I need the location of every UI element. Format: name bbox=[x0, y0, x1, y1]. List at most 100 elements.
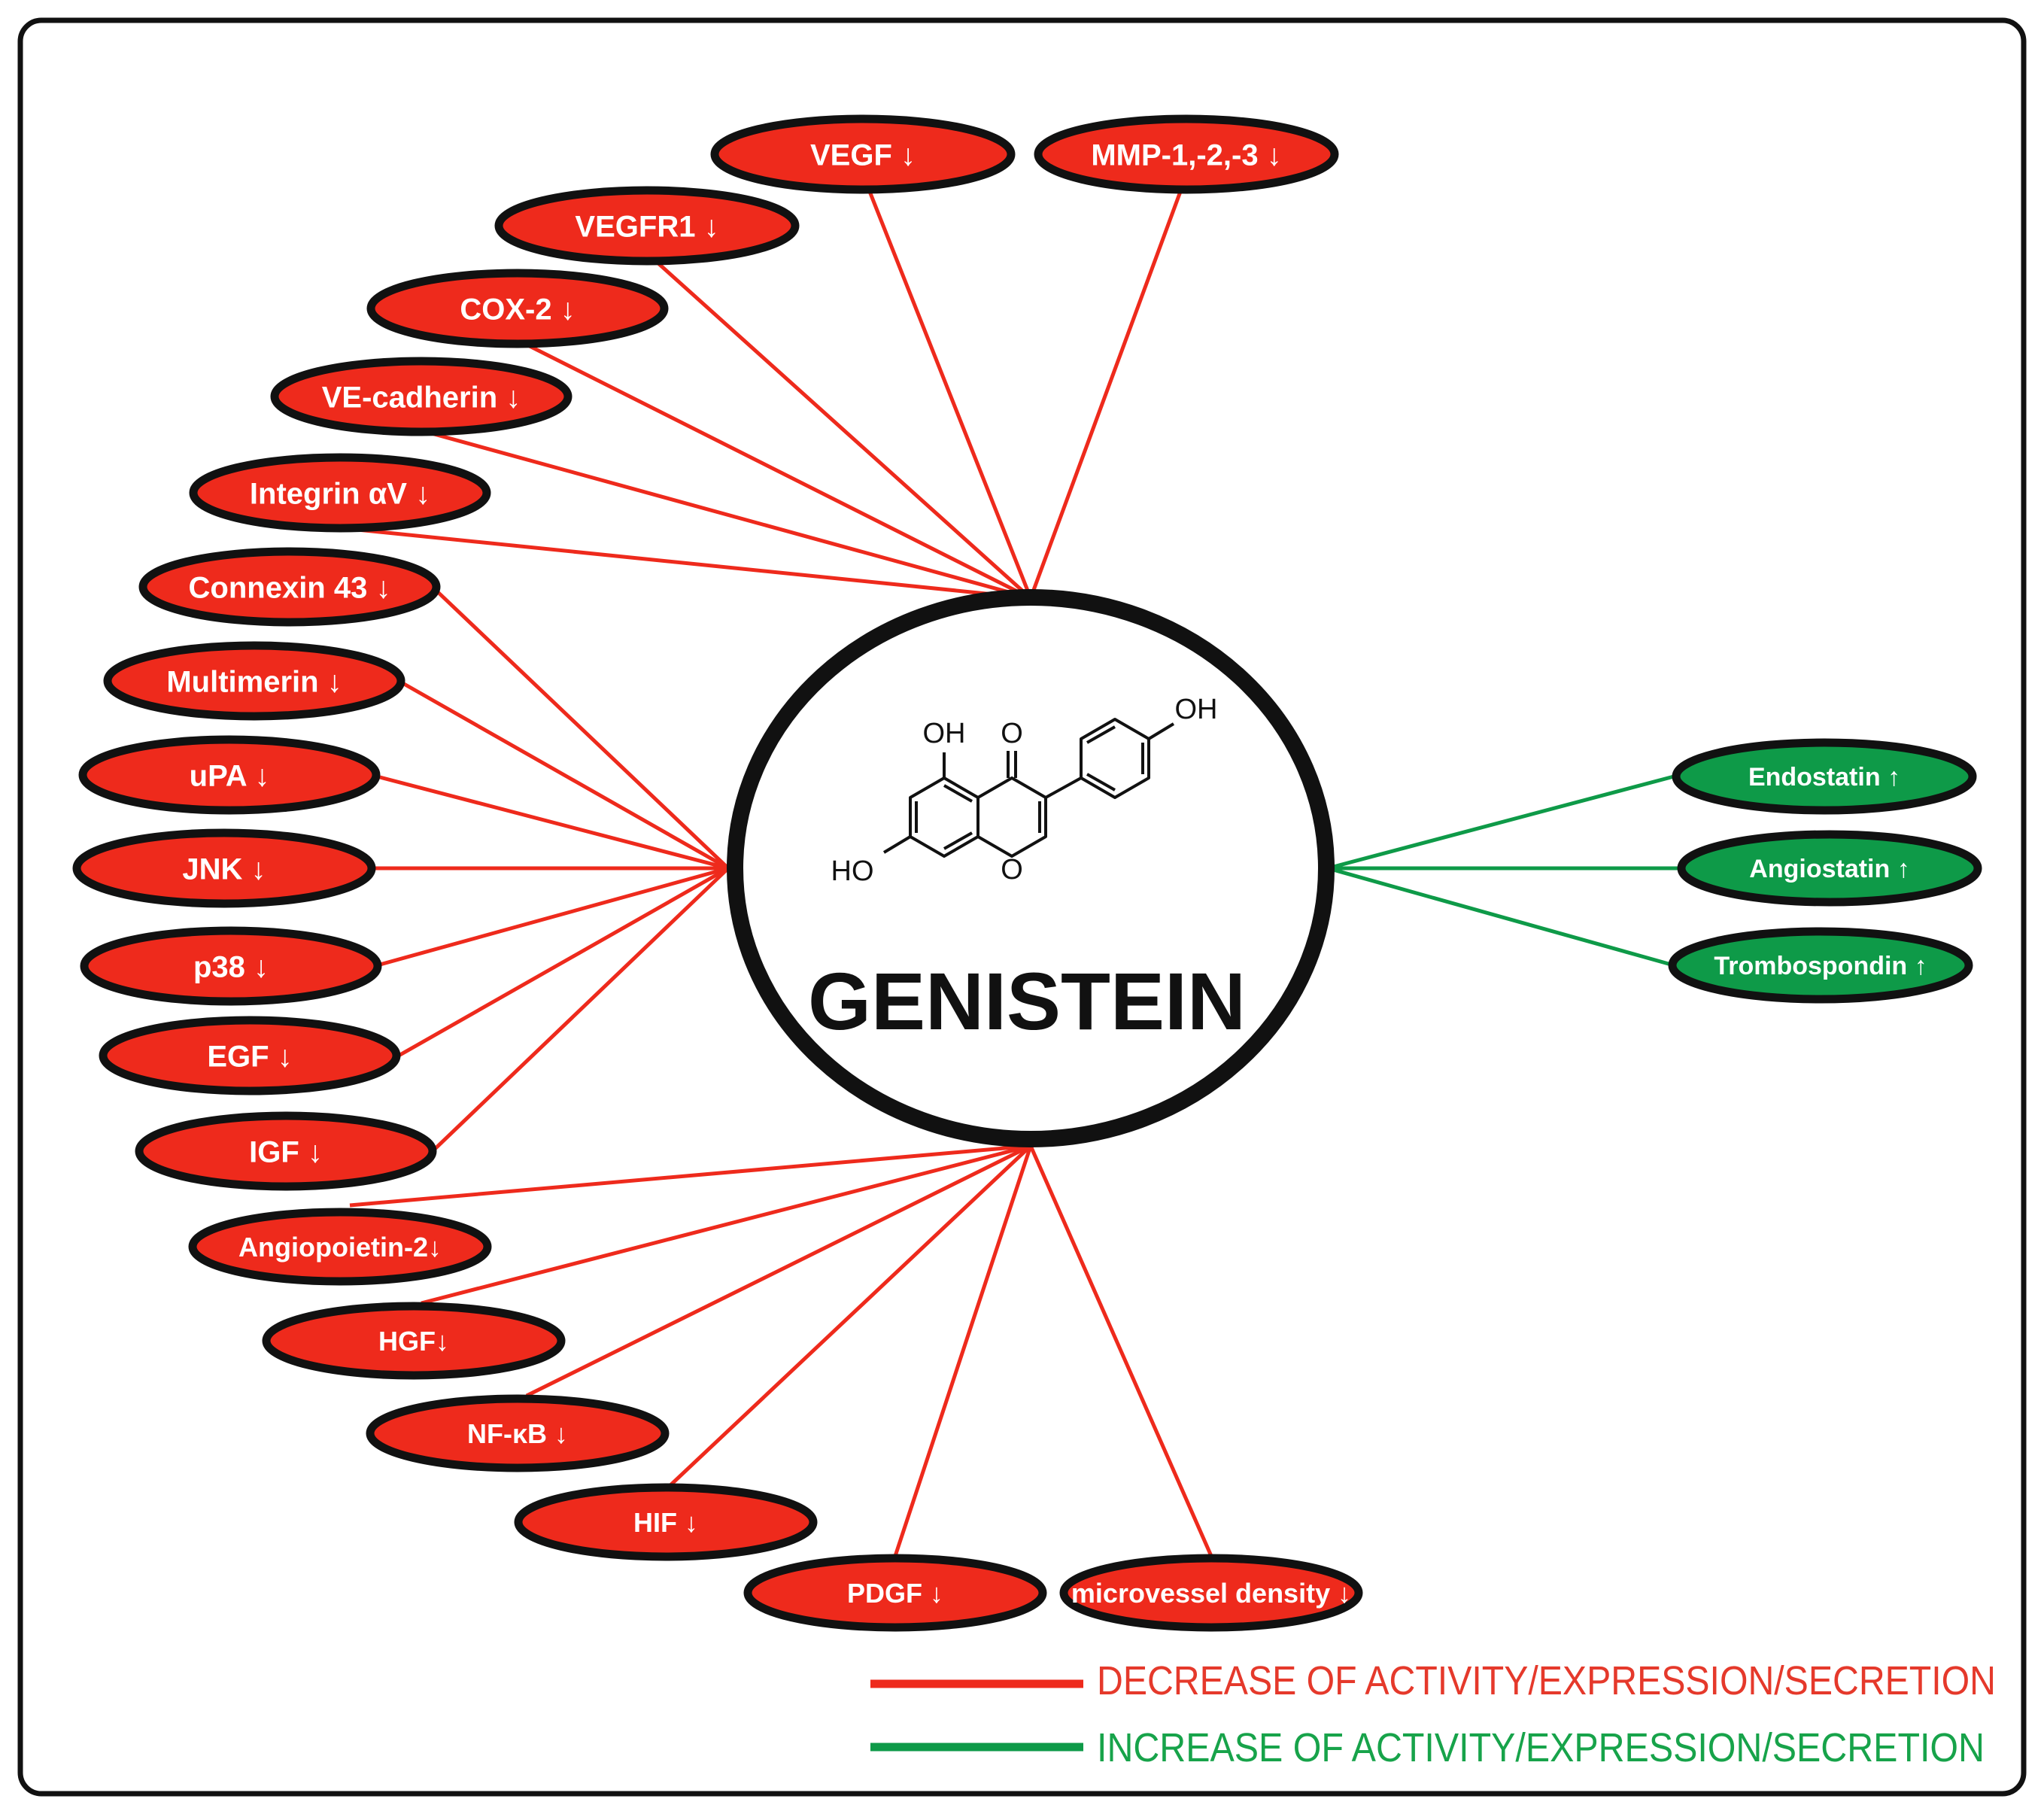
decrease-node-ellipse bbox=[710, 114, 1016, 194]
decrease-node-ellipse bbox=[743, 1554, 1047, 1632]
decrease-node-label: IGF ↓ bbox=[249, 1135, 323, 1168]
decrease-node-ellipse bbox=[366, 269, 669, 348]
decrease-node-ellipse bbox=[514, 1483, 818, 1561]
decrease-node-ellipse bbox=[366, 1394, 670, 1472]
decrease-connector bbox=[379, 866, 729, 967]
connector-lines bbox=[349, 189, 1683, 1557]
increase-node-label: Angiostatin ↑ bbox=[1749, 855, 1909, 883]
increase-node-ellipse bbox=[1677, 830, 1982, 907]
decrease-node-label: COX-2 ↓ bbox=[460, 293, 575, 326]
decrease-node-label: HGF↓ bbox=[378, 1326, 449, 1357]
decrease-node-label: Multimerin ↓ bbox=[166, 665, 342, 698]
decrease-connector bbox=[349, 1144, 1031, 1208]
decrease-node: NF-κB ↓ bbox=[366, 1394, 670, 1472]
node-group: VEGF ↓ MMP-1,-2,-3 ↓ VEGFR1 ↓ COX-2 ↓ VE-cad… bbox=[72, 114, 1982, 1632]
legend-increase-text: INCREASE OF ACTIVITY/EXPRESSION/SECRETIO… bbox=[1097, 1725, 1985, 1770]
decrease-node-label: Angiopoietin-2↓ bbox=[238, 1232, 442, 1263]
decrease-node: HGF↓ bbox=[262, 1302, 566, 1380]
genistein-structure bbox=[882, 718, 1175, 858]
decrease-node-ellipse bbox=[1034, 114, 1339, 194]
decrease-connector bbox=[657, 262, 1032, 600]
decrease-node-label: NF-κB ↓ bbox=[467, 1418, 568, 1449]
increase-node-ellipse bbox=[1672, 738, 1977, 815]
decrease-node-label: p38 ↓ bbox=[193, 950, 269, 983]
carbonyl-label: O bbox=[1001, 718, 1023, 749]
decrease-connector bbox=[379, 775, 729, 871]
increase-node: Angiostatin ↑ bbox=[1677, 830, 1982, 907]
decrease-node: JNK ↓ bbox=[72, 828, 376, 908]
decrease-node: EGF ↓ bbox=[99, 1016, 401, 1095]
decrease-node-label: JNK ↓ bbox=[182, 852, 266, 886]
decrease-node-label: uPA ↓ bbox=[190, 759, 270, 792]
decrease-node-label: EGF ↓ bbox=[207, 1040, 292, 1073]
decrease-node: IGF ↓ bbox=[135, 1111, 437, 1191]
decrease-node: Multimerin ↓ bbox=[103, 641, 405, 721]
decrease-connector bbox=[1028, 189, 1183, 599]
decrease-node-ellipse bbox=[189, 453, 491, 533]
decrease-connector bbox=[431, 867, 730, 1153]
decrease-node: Integrin αV ↓ bbox=[189, 453, 491, 533]
decrease-node: Connexin 43 ↓ bbox=[138, 547, 441, 627]
decrease-node-label: Integrin αV ↓ bbox=[250, 477, 430, 510]
increase-node-label: Trombospondin ↑ bbox=[1714, 952, 1927, 980]
decrease-node-label: microvessel density ↓ bbox=[1071, 1578, 1351, 1609]
ho-left-label: HO bbox=[831, 855, 874, 887]
decrease-connector bbox=[349, 527, 1031, 600]
decrease-node-ellipse bbox=[80, 926, 382, 1006]
decrease-node: uPA ↓ bbox=[78, 735, 381, 815]
increase-node: Trombospondin ↑ bbox=[1668, 927, 1973, 1004]
oh-right-label: OH bbox=[1175, 694, 1218, 725]
decrease-connector bbox=[893, 1145, 1033, 1557]
decrease-node: p38 ↓ bbox=[80, 926, 382, 1006]
decrease-node-ellipse bbox=[103, 641, 405, 721]
decrease-connector bbox=[668, 1144, 1032, 1487]
legend-decrease-text: DECREASE OF ACTIVITY/EXPRESSION/SECRETIO… bbox=[1097, 1658, 1996, 1703]
decrease-node-ellipse bbox=[188, 1208, 492, 1286]
oh-top-left-label: OH bbox=[923, 718, 966, 749]
increase-node-ellipse bbox=[1668, 927, 1973, 1004]
decrease-connector bbox=[435, 589, 730, 870]
decrease-connector bbox=[421, 1144, 1031, 1305]
increase-connector bbox=[1327, 774, 1675, 871]
decrease-node-ellipse bbox=[138, 547, 441, 627]
decrease-node: microvessel density ↓ bbox=[1059, 1554, 1363, 1632]
decrease-node: PDGF ↓ bbox=[743, 1554, 1047, 1632]
decrease-node-ellipse bbox=[1059, 1554, 1363, 1632]
decrease-node-ellipse bbox=[72, 828, 376, 908]
decrease-node-label: VE-cadherin ↓ bbox=[322, 381, 521, 414]
decrease-node: Angiopoietin-2↓ bbox=[188, 1208, 492, 1286]
decrease-connector bbox=[428, 430, 1031, 600]
decrease-node: HIF ↓ bbox=[514, 1483, 818, 1561]
decrease-node: MMP-1,-2,-3 ↓ bbox=[1034, 114, 1339, 194]
decrease-node-label: Connexin 43 ↓ bbox=[189, 571, 391, 604]
decrease-node-label: PDGF ↓ bbox=[847, 1578, 943, 1609]
structure-labels: OH O OH HO O bbox=[831, 694, 1218, 887]
decrease-node-ellipse bbox=[99, 1016, 401, 1095]
decrease-node-label: VEGF ↓ bbox=[810, 138, 916, 172]
decrease-node: VEGFR1 ↓ bbox=[494, 186, 800, 266]
decrease-connector bbox=[525, 342, 1032, 600]
ring-oxygen-label: O bbox=[1001, 854, 1023, 886]
decrease-node-ellipse bbox=[78, 735, 381, 815]
center-title: GENISTEIN bbox=[808, 956, 1246, 1047]
decrease-node-ellipse bbox=[270, 357, 573, 436]
decrease-node-ellipse bbox=[262, 1302, 566, 1380]
decrease-node-ellipse bbox=[135, 1111, 437, 1191]
increase-node-label: Endostatin ↑ bbox=[1748, 763, 1900, 792]
decrease-connector bbox=[397, 679, 730, 871]
decrease-node-label: MMP-1,-2,-3 ↓ bbox=[1091, 138, 1281, 172]
decrease-node-ellipse bbox=[494, 186, 800, 266]
legend: DECREASE OF ACTIVITY/EXPRESSION/SECRETIO… bbox=[870, 1658, 1996, 1770]
center-circle bbox=[727, 589, 1335, 1147]
decrease-node: VE-cadherin ↓ bbox=[270, 357, 573, 436]
decrease-connector bbox=[867, 189, 1033, 599]
decrease-node-label: VEGFR1 ↓ bbox=[575, 210, 718, 243]
decrease-connector bbox=[1028, 1144, 1213, 1557]
decrease-node: COX-2 ↓ bbox=[366, 269, 669, 348]
decrease-node-label: HIF ↓ bbox=[633, 1507, 698, 1538]
decrease-connector bbox=[525, 1144, 1032, 1398]
increase-node: Endostatin ↑ bbox=[1672, 738, 1977, 815]
increase-connector bbox=[1327, 866, 1675, 968]
decrease-connector bbox=[397, 866, 730, 1058]
